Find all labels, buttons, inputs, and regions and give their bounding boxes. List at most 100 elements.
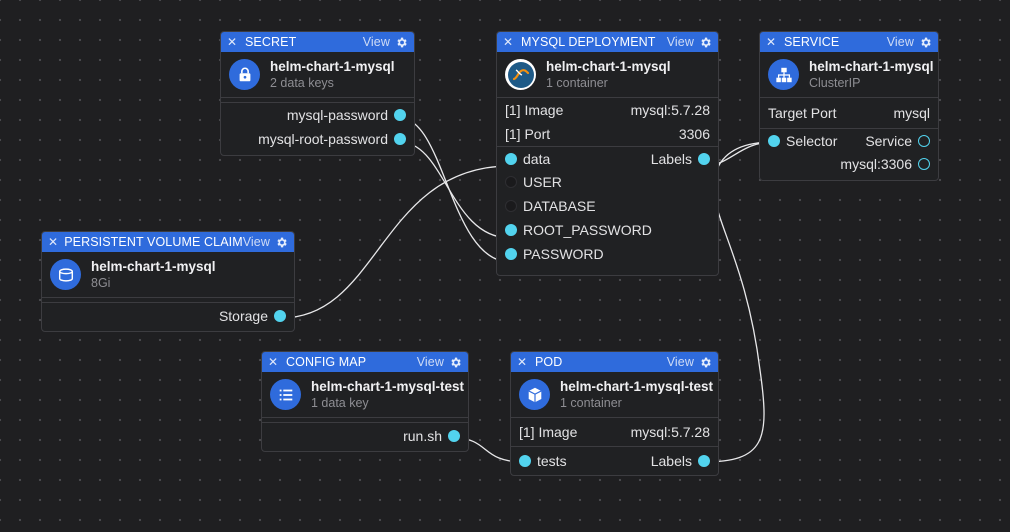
gear-icon[interactable] [275, 236, 288, 249]
port-label: [1] Port [505, 126, 551, 142]
view-link[interactable]: View [362, 35, 390, 49]
secret-key-label: mysql-root-password [258, 131, 388, 147]
close-icon[interactable]: ✕ [503, 35, 514, 49]
pod-title[interactable]: helm-chart-1-mysql-test 1 container [511, 372, 718, 418]
port-value: 3306 [678, 126, 710, 142]
gear-icon[interactable] [699, 356, 712, 369]
output-port[interactable] [394, 133, 406, 145]
edge-pvc-storage [280, 165, 511, 319]
close-icon[interactable]: ✕ [227, 35, 238, 49]
env-row-user[interactable]: USER [497, 170, 718, 194]
deployment-title[interactable]: helm-chart-1-mysql 1 container [497, 52, 718, 98]
service-node-header[interactable]: ✕ SERVICE View [760, 32, 938, 52]
gear-icon[interactable] [395, 36, 408, 49]
labels-label: Labels [650, 150, 692, 167]
list-icon [270, 379, 301, 410]
input-port[interactable] [505, 224, 517, 236]
storage-row[interactable]: Storage [42, 303, 294, 329]
env-label: USER [523, 174, 562, 190]
close-icon[interactable]: ✕ [268, 355, 279, 369]
image-value: mysql:5.7.28 [630, 424, 710, 440]
gear-icon[interactable] [919, 36, 932, 49]
secret-key-row[interactable]: mysql-password [221, 103, 414, 127]
target-port-value: mysql [893, 105, 930, 121]
tests-label: tests [537, 452, 567, 469]
volume-icon [50, 259, 81, 290]
gear-icon[interactable] [699, 36, 712, 49]
resource-name: helm-chart-1-mysql [546, 58, 671, 74]
env-row-root-password[interactable]: ROOT_PASSWORD [497, 218, 718, 242]
configmap-title[interactable]: helm-chart-1-mysql-test 1 data key [262, 372, 468, 418]
input-port[interactable] [519, 454, 531, 467]
env-row-database[interactable]: DATABASE [497, 194, 718, 218]
image-row: [1] Image mysql:5.7.28 [511, 418, 718, 446]
input-port[interactable] [768, 134, 780, 147]
pod-node-header[interactable]: ✕ POD View [511, 352, 718, 372]
resource-name: helm-chart-1-mysql-test [311, 378, 465, 394]
view-link[interactable]: View [666, 35, 694, 49]
target-port-row: Target Port mysql [760, 98, 938, 128]
target-port-label: Target Port [768, 105, 837, 121]
secret-node-header[interactable]: ✕ SECRET View [221, 32, 414, 52]
output-port[interactable] [918, 158, 930, 170]
view-link[interactable]: View [886, 35, 914, 49]
env-row-password[interactable]: PASSWORD [497, 242, 718, 266]
resource-name: helm-chart-1-mysql-test [560, 378, 714, 394]
view-link[interactable]: View [242, 235, 270, 249]
secret-title[interactable]: helm-chart-1-mysql 2 data keys [221, 52, 414, 98]
env-label: PASSWORD [523, 246, 604, 262]
secret-key-row[interactable]: mysql-root-password [221, 127, 414, 151]
pvc-node[interactable]: ✕ PERSISTENT VOLUME CLAIM View helm-char… [41, 231, 295, 332]
pvc-title[interactable]: helm-chart-1-mysql 8Gi [42, 252, 294, 298]
deployment-node[interactable]: ✕ MYSQL DEPLOYMENT View helm-chart-1-mys… [496, 31, 719, 276]
output-port[interactable] [274, 310, 286, 322]
image-row: [1] Image mysql:5.7.28 [497, 98, 718, 122]
image-label: [1] Image [519, 424, 578, 440]
close-icon[interactable]: ✕ [766, 35, 777, 49]
configmap-key-label: run.sh [403, 428, 442, 444]
tests-row[interactable]: tests Labels [511, 446, 718, 474]
secret-node[interactable]: ✕ SECRET View helm-chart-1-mysql 2 data … [220, 31, 415, 156]
input-port[interactable] [505, 176, 517, 188]
resource-subtitle: 8Gi [91, 275, 111, 290]
labels-label: Labels [650, 452, 692, 469]
input-port[interactable] [505, 152, 517, 165]
divider [221, 98, 414, 103]
output-port[interactable] [698, 454, 710, 467]
resource-subtitle: 1 container [560, 395, 622, 410]
divider [262, 418, 468, 423]
port-row: [1] Port 3306 [497, 122, 718, 146]
port-mapping-row[interactable]: mysql:3306 [760, 152, 938, 176]
resource-subtitle: 1 container [546, 75, 608, 90]
configmap-node-header[interactable]: ✕ CONFIG MAP View [262, 352, 468, 372]
pod-node[interactable]: ✕ POD View helm-chart-1-mysql-test 1 con… [510, 351, 719, 476]
service-label: Service [865, 132, 912, 149]
env-label: DATABASE [523, 198, 596, 214]
node-type-label: POD [535, 355, 563, 369]
pod-cube-icon [519, 379, 550, 410]
view-link[interactable]: View [666, 355, 694, 369]
close-icon[interactable]: ✕ [48, 235, 59, 249]
pvc-node-header[interactable]: ✕ PERSISTENT VOLUME CLAIM View [42, 232, 294, 252]
secret-key-label: mysql-password [286, 107, 388, 123]
node-type-label: CONFIG MAP [286, 355, 367, 369]
input-port[interactable] [505, 200, 517, 212]
output-port[interactable] [698, 152, 710, 165]
output-port[interactable] [394, 109, 406, 121]
env-row-data[interactable]: data Labels [497, 146, 718, 170]
view-link[interactable]: View [416, 355, 444, 369]
mysql-logo-icon [505, 59, 536, 90]
service-title[interactable]: helm-chart-1-mysql ClusterIP [760, 52, 938, 98]
configmap-key-row[interactable]: run.sh [262, 423, 468, 449]
selector-label: Selector [786, 132, 838, 149]
service-node[interactable]: ✕ SERVICE View helm-chart-1-mysql Cluste… [759, 31, 939, 181]
gear-icon[interactable] [449, 356, 462, 369]
selector-row[interactable]: Selector Service [760, 128, 938, 152]
close-icon[interactable]: ✕ [517, 355, 528, 369]
output-port[interactable] [918, 134, 930, 147]
deployment-node-header[interactable]: ✕ MYSQL DEPLOYMENT View [497, 32, 718, 52]
input-port[interactable] [505, 248, 517, 260]
output-port[interactable] [448, 430, 460, 442]
configmap-node[interactable]: ✕ CONFIG MAP View helm-chart-1-mysql-tes… [261, 351, 469, 452]
service-network-icon [768, 59, 799, 90]
